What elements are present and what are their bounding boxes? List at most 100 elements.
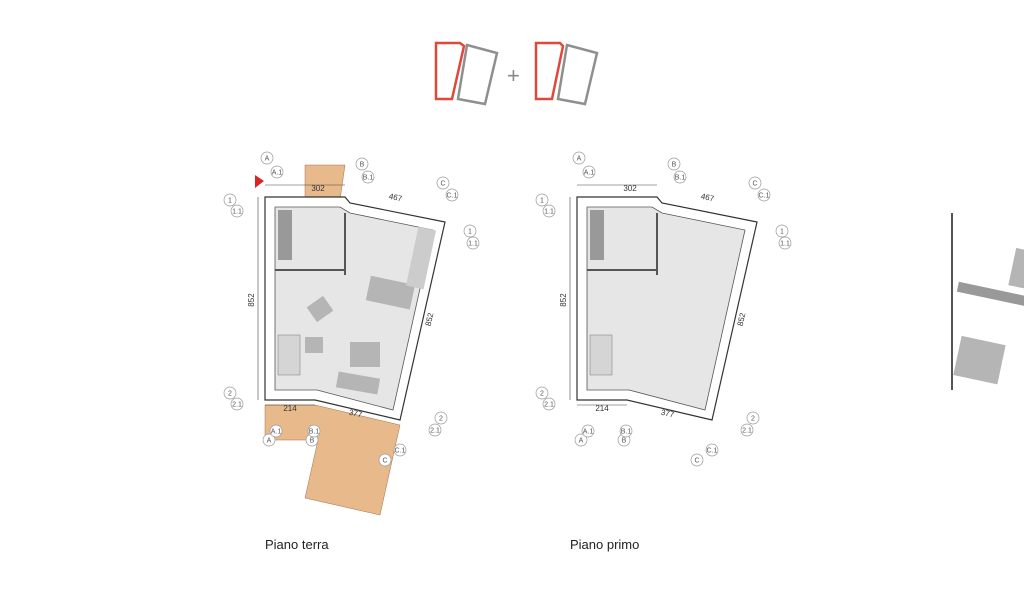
grid-bubble-A-bottom-circle	[262, 433, 276, 447]
stair	[278, 210, 292, 260]
grid-bubble-A-bottom: A	[267, 438, 272, 445]
grid-bubble-C1-bottom: C.1	[707, 448, 718, 455]
grid-bubble-B1: B.1	[675, 175, 686, 182]
grid-bubble-B-bottom: B	[310, 438, 315, 445]
grid-bubble-B-bottom: B	[622, 438, 627, 445]
grid-bubble-A-bottom-circle	[574, 433, 588, 447]
grid-bubble-1-right: 1	[780, 229, 784, 236]
floor-area	[586, 206, 746, 411]
grid-bubble-C-bottom-circle	[690, 453, 704, 467]
grid-bubble-1-1-circle	[230, 204, 244, 218]
grid-bubble-2-1-circle	[542, 397, 556, 411]
stair	[590, 210, 604, 260]
grid-bubble-A: A	[265, 156, 270, 163]
logo-plus: +	[507, 63, 520, 88]
dim-top-left: 302	[623, 184, 637, 193]
grid-bubble-2-circle	[223, 386, 237, 400]
logo-red-shape-1	[434, 41, 466, 101]
double-bed	[953, 335, 1006, 385]
grid-bubble-B1-circle	[673, 170, 687, 184]
grid-bubble-C-circle	[748, 176, 762, 190]
grid-bubble-1: 1	[540, 198, 544, 205]
grid-bubble-A1-bottom-circle	[581, 424, 595, 438]
grid-bubble-A-circle	[260, 151, 274, 165]
logo: +	[434, 41, 599, 106]
grid-bubble-2-1: 2.1	[544, 402, 554, 409]
grid-bubble-2-1-right-circle	[428, 423, 442, 437]
grid-bubble-1-1: 1.1	[232, 209, 242, 216]
stair	[589, 334, 613, 376]
grid-bubble-1-right-circle	[775, 224, 789, 238]
grid-bubble-2-right: 2	[439, 416, 443, 423]
grid-bubble-2-1-right: 2.1	[742, 428, 752, 435]
armchair	[306, 295, 334, 323]
armchair	[305, 337, 323, 353]
sofa	[335, 371, 381, 395]
grid-bubble-A-circle	[572, 151, 586, 165]
grid-bubble-B1-bottom-circle	[307, 424, 321, 438]
grid-bubble-C: C	[440, 181, 445, 188]
stair	[277, 334, 301, 376]
dim-right: 852	[736, 311, 748, 327]
grid-bubble-A1-bottom: A.1	[271, 429, 282, 436]
grid-bubble-C1: C.1	[759, 193, 770, 200]
dim-left: 852	[559, 293, 568, 307]
grid-bubble-C1-bottom-circle	[393, 443, 407, 457]
grid-bubble-A1: A.1	[584, 170, 595, 177]
dim-top-right: 467	[700, 192, 715, 204]
grid-bubble-1-1-right: 1.1	[780, 241, 790, 248]
dim-bottom-right: 377	[348, 408, 363, 420]
logo-red-shape-2	[534, 41, 565, 101]
grid-bubble-2-right: 2	[751, 416, 755, 423]
grid-bubble-C-bottom: C	[694, 458, 699, 465]
dim-bottom-right: 377	[660, 408, 675, 420]
grid-bubble-1-circle	[535, 193, 549, 207]
entrance-marker-icon	[255, 175, 264, 188]
grid-bubble-2-right-circle	[434, 411, 448, 425]
logo-gray-shape-1	[456, 43, 499, 106]
floor-area	[274, 206, 434, 411]
grid-bubble-1-right: 1	[468, 229, 472, 236]
grid-bubble-A1-circle	[582, 165, 596, 179]
grid-bubble-C-bottom-circle	[378, 453, 392, 467]
grid-bubble-C-bottom: C	[382, 458, 387, 465]
logo-gray-shape-2	[556, 43, 599, 106]
dim-bottom-left: 214	[595, 404, 609, 413]
grid-bubble-1-right-circle	[463, 224, 477, 238]
grid-bubble-B1-circle	[361, 170, 375, 184]
grid-bubble-C1-circle	[445, 188, 459, 202]
grid-bubble-A-bottom: A	[579, 438, 584, 445]
grid-bubble-C1-bottom-circle	[705, 443, 719, 457]
coffee-table	[350, 342, 380, 367]
grid-bubble-2-right-circle	[746, 411, 760, 425]
grid-bubble-B1-bottom: B.1	[309, 429, 320, 436]
dim-top-right: 467	[388, 192, 403, 204]
grid-bubble-C1-circle	[757, 188, 771, 202]
dim-left: 852	[247, 293, 256, 307]
grid-bubble-1-1-right-circle	[466, 236, 480, 250]
grid-bubble-2-1-circle	[230, 397, 244, 411]
grid-bubble-B: B	[672, 162, 677, 169]
terrace-north	[304, 164, 346, 201]
grid-bubble-1-1-right-circle	[778, 236, 792, 250]
grid-bubble-1-circle	[223, 193, 237, 207]
single-bed	[1008, 247, 1024, 291]
grid-bubble-1-1-right: 1.1	[468, 241, 478, 248]
wardrobe	[956, 281, 1024, 309]
dim-bottom-left: 214	[283, 404, 297, 413]
grid-bubble-2: 2	[228, 391, 232, 398]
grid-bubble-B1-bottom: B.1	[621, 429, 632, 436]
plan-title-first-floor: Piano primo	[570, 537, 640, 552]
grid-bubble-2-circle	[535, 386, 549, 400]
dining-table	[365, 275, 415, 310]
dim-right: 852	[424, 311, 436, 327]
grid-bubble-B1: B.1	[363, 175, 374, 182]
grid-bubble-B: B	[360, 162, 365, 169]
plan-title-ground-floor: Piano terra	[265, 537, 329, 552]
grid-bubble-2-1-right-circle	[740, 423, 754, 437]
grid-bubble-B-circle	[355, 157, 369, 171]
grid-bubble-A1: A.1	[272, 170, 283, 177]
